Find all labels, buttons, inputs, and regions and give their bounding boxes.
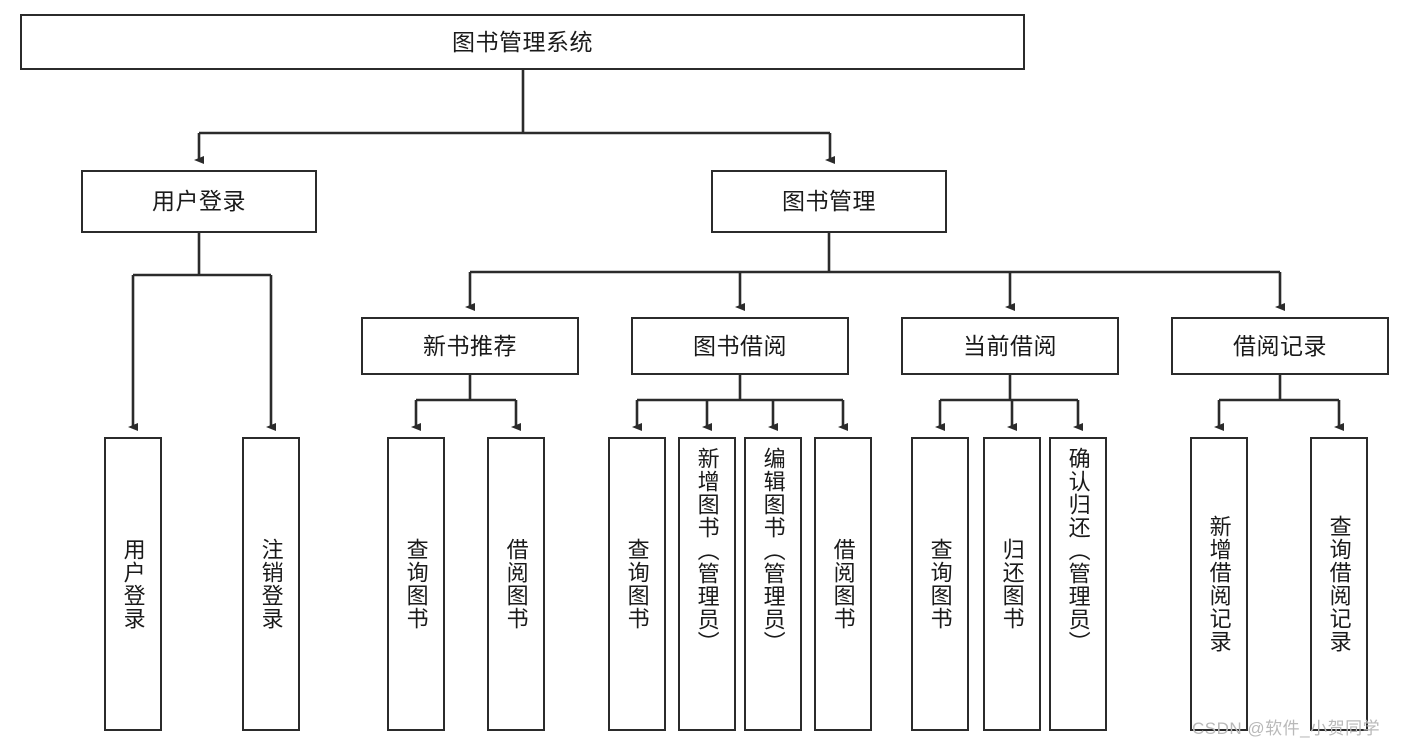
node-new-book-recommend-label: 新书推荐 — [423, 332, 517, 359]
leaf-node[interactable]: 借阅图书 — [487, 437, 545, 731]
csdn-watermark: CSDN @软件_小贺同学 — [1192, 719, 1381, 738]
node-borrow-record-label: 借阅记录 — [1233, 332, 1327, 359]
leaf-node-label: 编辑图书（管理员） — [760, 447, 786, 654]
node-root[interactable]: 图书管理系统 — [20, 14, 1025, 70]
leaf-node[interactable]: 用户登录 — [104, 437, 162, 731]
leaf-node-label: 确认归还（管理员） — [1065, 447, 1091, 654]
leaf-node[interactable]: 查询图书 — [608, 437, 666, 731]
leaf-node[interactable]: 查询借阅记录 — [1310, 437, 1368, 731]
node-user-login[interactable]: 用户登录 — [81, 170, 317, 233]
leaf-node[interactable]: 确认归还（管理员） — [1049, 437, 1107, 731]
leaf-node-label: 新增借阅记录 — [1206, 515, 1232, 653]
leaf-node-label: 用户登录 — [120, 538, 146, 630]
leaf-node-label: 新增图书（管理员） — [694, 447, 720, 654]
leaf-node-label: 借阅图书 — [503, 538, 529, 630]
node-root-label: 图书管理系统 — [452, 28, 593, 55]
node-user-login-label: 用户登录 — [152, 188, 246, 215]
leaf-node-label: 借阅图书 — [830, 538, 856, 630]
node-book-borrow-label: 图书借阅 — [693, 332, 787, 359]
leaf-node-label: 归还图书 — [999, 538, 1025, 630]
leaf-node-label: 注销登录 — [258, 538, 284, 630]
leaf-node-label: 查询图书 — [927, 538, 953, 630]
node-book-management-label: 图书管理 — [782, 188, 876, 215]
leaf-node[interactable]: 查询图书 — [387, 437, 445, 731]
node-borrow-record[interactable]: 借阅记录 — [1171, 317, 1389, 375]
node-new-book-recommend[interactable]: 新书推荐 — [361, 317, 579, 375]
leaf-node-label: 查询图书 — [624, 538, 650, 630]
leaf-node[interactable]: 新增借阅记录 — [1190, 437, 1248, 731]
node-current-borrow[interactable]: 当前借阅 — [901, 317, 1119, 375]
leaf-node[interactable]: 编辑图书（管理员） — [744, 437, 802, 731]
leaf-node[interactable]: 新增图书（管理员） — [678, 437, 736, 731]
leaf-node[interactable]: 查询图书 — [911, 437, 969, 731]
leaf-node[interactable]: 归还图书 — [983, 437, 1041, 731]
node-book-management[interactable]: 图书管理 — [711, 170, 947, 233]
node-current-borrow-label: 当前借阅 — [963, 332, 1057, 359]
leaf-node[interactable]: 借阅图书 — [814, 437, 872, 731]
leaf-node-label: 查询图书 — [403, 538, 429, 630]
leaf-node-label: 查询借阅记录 — [1326, 515, 1352, 653]
leaf-node[interactable]: 注销登录 — [242, 437, 300, 731]
node-book-borrow[interactable]: 图书借阅 — [631, 317, 849, 375]
